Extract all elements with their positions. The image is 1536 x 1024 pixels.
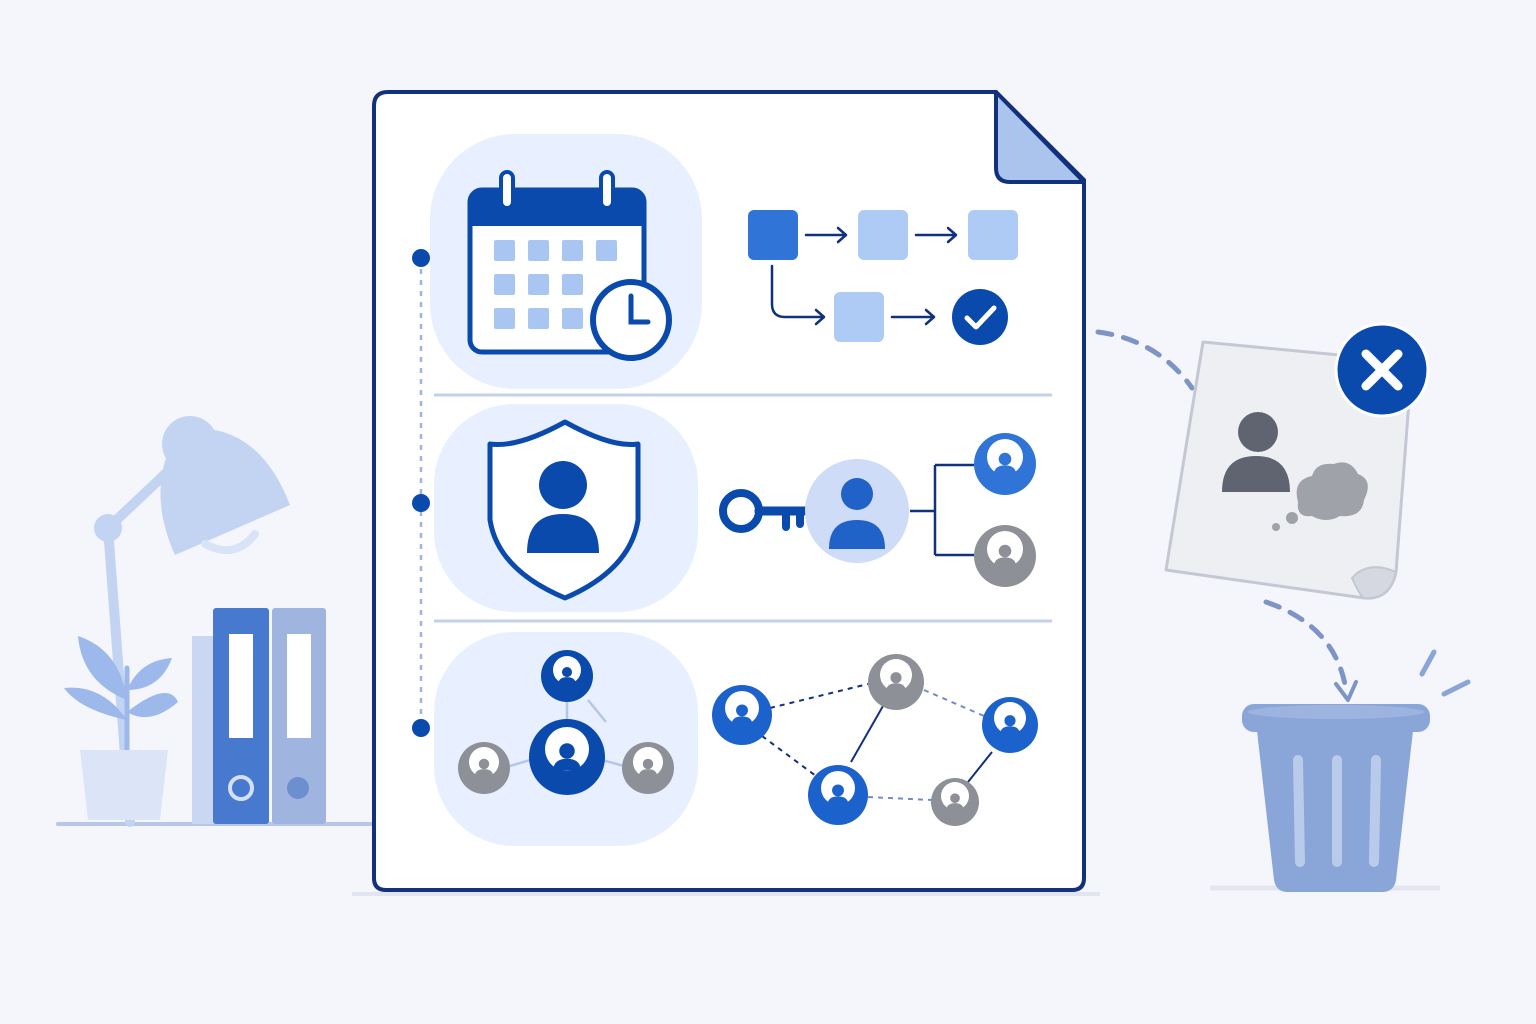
team-network-section [434,632,1038,846]
user-avatar [982,697,1038,753]
calendar-clock-icon [467,170,672,361]
shield-user-icon [487,419,641,601]
team-hub-icon [458,650,674,795]
user-avatar [541,650,593,702]
section-timeline [412,249,430,737]
user-avatar [974,525,1036,587]
discard-path [1095,329,1195,391]
user-avatar [712,685,772,745]
user-avatar [458,742,510,794]
user-network-graph [712,654,1038,826]
user-avatar [931,778,979,826]
workflow-diagram [748,210,1018,345]
user-avatar [974,433,1036,495]
key-icon [719,489,817,533]
workflow-step [748,210,798,260]
access-control-section [434,404,1036,612]
document-fold [994,90,1086,184]
discard-flow [1095,322,1471,892]
user-avatar [868,654,924,710]
workflow-step [858,210,908,260]
desk-scene [56,416,374,827]
user-avatar [805,459,909,563]
org-connector [910,463,974,557]
discarded-note [1164,340,1414,600]
scheduling-section [430,134,1018,389]
user-avatar [622,742,674,794]
user-avatar [808,765,868,825]
workflow-step [968,210,1018,260]
document [352,90,1100,896]
binder-icon [272,608,326,824]
workflow-step [834,292,884,342]
user-avatar [529,719,605,795]
checkmark-icon [952,289,1008,345]
close-icon [1334,322,1430,418]
discard-path [1263,599,1349,693]
trash-can-icon [1209,649,1471,892]
binder-icon [192,608,269,824]
plant-icon [64,636,178,820]
person-thought-icon [1222,412,1368,531]
